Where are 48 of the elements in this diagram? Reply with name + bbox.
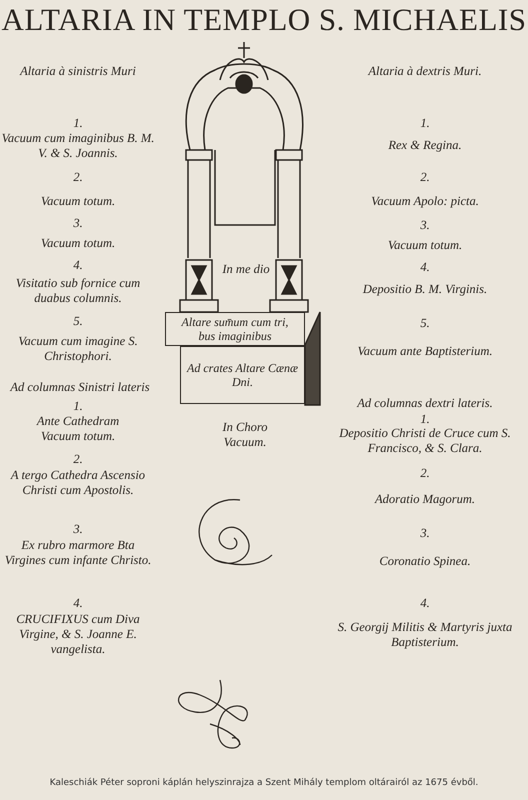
altar-entry: Vacuum totum. [40, 194, 116, 209]
altar-number: 4. [72, 596, 84, 611]
altar-number: 4. [419, 596, 431, 611]
altar-number: 1. [419, 412, 431, 427]
altar-inscription: Ad crates Altare Cænæ Dni. [187, 361, 298, 389]
altar-entry: Altaria à dextris Muri. [366, 64, 483, 79]
altar-slab [165, 312, 305, 346]
altar-entry: CRUCIFIXUS cum Diva Virgine, & S. Joanne E. vangelista. [15, 612, 141, 657]
altar-entry: Coronatio Spinea. [378, 554, 472, 569]
altar-entry: S. Georgij Militis & Martyris juxta Baptisterium. [336, 620, 514, 650]
altar-number: 2. [72, 452, 84, 467]
altar-number: 5. [419, 316, 431, 331]
altar-inscription: Altare sum̄um cum tri, bus imaginibus [180, 315, 290, 343]
altar-entry: Rex & Regina. [387, 138, 463, 153]
altar-entry: Depositio Christi de Cruce cum S. Francisco, & S. Clara. [338, 426, 512, 456]
altar-entry: Vacuum cum imaginibus B. M. V. & S. Joannis. [0, 131, 156, 161]
altar-entry: Depositio B. M. Virginis. [362, 282, 488, 297]
altar-number: 1. [72, 399, 84, 414]
altar-number: 4. [419, 260, 431, 275]
altar-number: 2. [419, 170, 431, 185]
title: ALTARIA IN TEMPLO S. MICHAELIS [0, 2, 528, 38]
altar-entry: In me dio [221, 262, 271, 277]
altar-entry: Vacuum totum. [386, 238, 464, 253]
altar-entry: In Choro Vacuum. [221, 420, 269, 450]
altar-entry: A tergo Cathedra Ascensio Christi cum Apostolis. [9, 468, 146, 498]
altar-entry: Vacuum totum. [40, 236, 116, 251]
altar-number: 2. [419, 466, 431, 481]
altar-entry: Adoratio Magorum. [373, 492, 476, 507]
altar-number: 3. [419, 526, 431, 541]
altar-number: 5. [72, 314, 84, 329]
altar-number: 3. [72, 522, 84, 537]
altar-entry: Vacuum cum imagine S. Christophori. [17, 334, 139, 364]
altar-front [180, 346, 305, 404]
altar-entry: Altaria à sinistris Muri [18, 64, 137, 79]
altar-entry: Ante Cathedram Vacuum totum. [35, 414, 120, 444]
altar-number: 1. [72, 116, 84, 131]
altar-entry: Vacuum ante Baptisterium. [356, 344, 494, 359]
altar-entry: Ad columnas dextri lateris. [356, 396, 494, 411]
altar-entry: Ex rubro marmore Bta Virgines cum infante Christo. [4, 538, 152, 568]
altar-entry: Ad columnas Sinistri lateris [8, 380, 151, 395]
altar-number: 1. [419, 116, 431, 131]
altar-entry: Visitatio sub fornice cum duabus columnis. [14, 276, 142, 306]
altar-number: 3. [419, 218, 431, 233]
altar-number: 4. [72, 258, 84, 273]
caption: Kaleschiák Péter soproni káplán helyszinrajza a Szent Mihály templom oltárairól az 1675 évből. [48, 778, 480, 788]
altar-entry: Vacuum Apolo: picta. [370, 194, 480, 209]
altar-number: 3. [72, 216, 84, 231]
altar-number: 2. [72, 170, 84, 185]
